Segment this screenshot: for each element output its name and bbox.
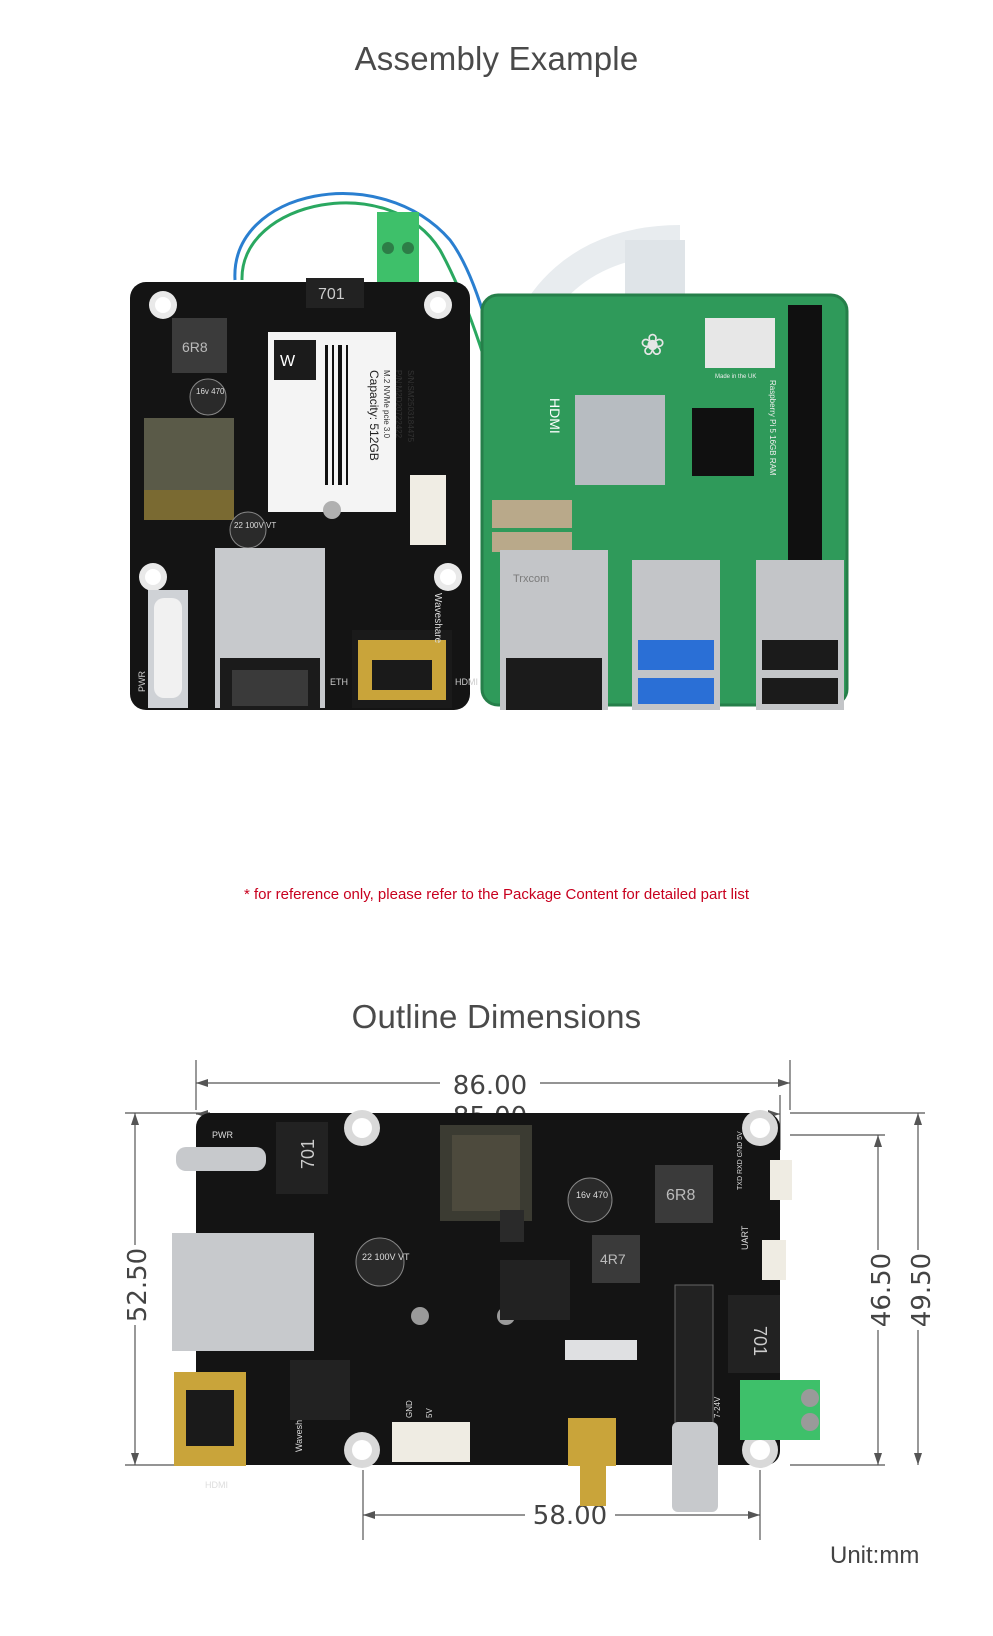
svg-text:PWR: PWR: [212, 1130, 233, 1140]
inductor-label: 6R8: [182, 339, 208, 355]
svg-text:HDMI: HDMI: [547, 398, 563, 434]
svg-text:M.2 NVMe pcie 3.0: M.2 NVMe pcie 3.0: [382, 370, 391, 439]
svg-text:701: 701: [298, 1139, 318, 1169]
svg-text:W: W: [280, 353, 296, 370]
svg-text:S/N:SM2503184475: S/N:SM2503184475: [406, 370, 415, 443]
svg-text:701: 701: [750, 1326, 770, 1356]
svg-text:22 100V VT: 22 100V VT: [234, 521, 276, 530]
svg-text:HDMI: HDMI: [455, 677, 478, 687]
svg-text:Capacity: 512GB: Capacity: 512GB: [367, 370, 381, 461]
svg-text:GND: GND: [405, 1400, 414, 1418]
outline-title: Outline Dimensions: [351, 998, 642, 1035]
dim-right-inner: 46.50: [867, 1253, 897, 1327]
svg-text:TXD RXD GND 5V: TXD RXD GND 5V: [737, 1131, 744, 1190]
svg-text:Waveshare: Waveshare: [432, 593, 443, 644]
dim-left: 52.50: [123, 1248, 153, 1322]
svg-text:16v 470: 16v 470: [576, 1190, 608, 1200]
reference-note: * for reference only, please refer to th…: [243, 886, 749, 903]
svg-text:HDMI: HDMI: [205, 1480, 228, 1490]
svg-text:Trxcom: Trxcom: [513, 573, 549, 585]
waveshare-board: 6R8 16v 470 22 100V VT 701 W Capacity: 5…: [130, 212, 478, 710]
svg-text:22 100V VT: 22 100V VT: [362, 1252, 410, 1262]
svg-text:Waveshare: Waveshare: [294, 1407, 304, 1452]
svg-text:701: 701: [318, 286, 345, 303]
assembly-title: Assembly Example: [354, 40, 639, 77]
svg-text:PWR: PWR: [137, 671, 147, 692]
svg-text:❀: ❀: [640, 329, 665, 362]
dim-top-outer: 86.00: [453, 1071, 527, 1101]
svg-text:P/N:M2D20722422: P/N:M2D20722422: [394, 370, 403, 439]
svg-text:16v 470: 16v 470: [196, 387, 225, 396]
outline-board: PWR 701 16v 470 22 100V VT 6R8 4R7 UART …: [172, 1110, 820, 1512]
svg-text:5V: 5V: [425, 1408, 434, 1418]
outline-dimensions-drawing: 86.00 85.00 52.50 46.50 49.50 58.00 PWR …: [123, 1060, 937, 1540]
assembly-photo: 6R8 16v 470 22 100V VT 701 W Capacity: 5…: [130, 192, 849, 710]
svg-text:4R7: 4R7: [600, 1251, 626, 1267]
svg-text:Made in the UK: Made in the UK: [715, 374, 756, 380]
svg-text:7-24V: 7-24V: [713, 1396, 722, 1418]
svg-text:ETH: ETH: [330, 677, 348, 687]
unit-label: Unit:mm: [830, 1542, 920, 1569]
dim-right-outer: 49.50: [907, 1253, 937, 1327]
svg-text:Raspberry Pi 5 16GB RAM: Raspberry Pi 5 16GB RAM: [768, 380, 777, 476]
svg-text:6R8: 6R8: [666, 1187, 695, 1204]
raspberry-pi-board: ❀ Made in the UK Raspberry Pi 5 16GB RAM…: [480, 293, 849, 710]
svg-text:UART: UART: [740, 1225, 750, 1250]
